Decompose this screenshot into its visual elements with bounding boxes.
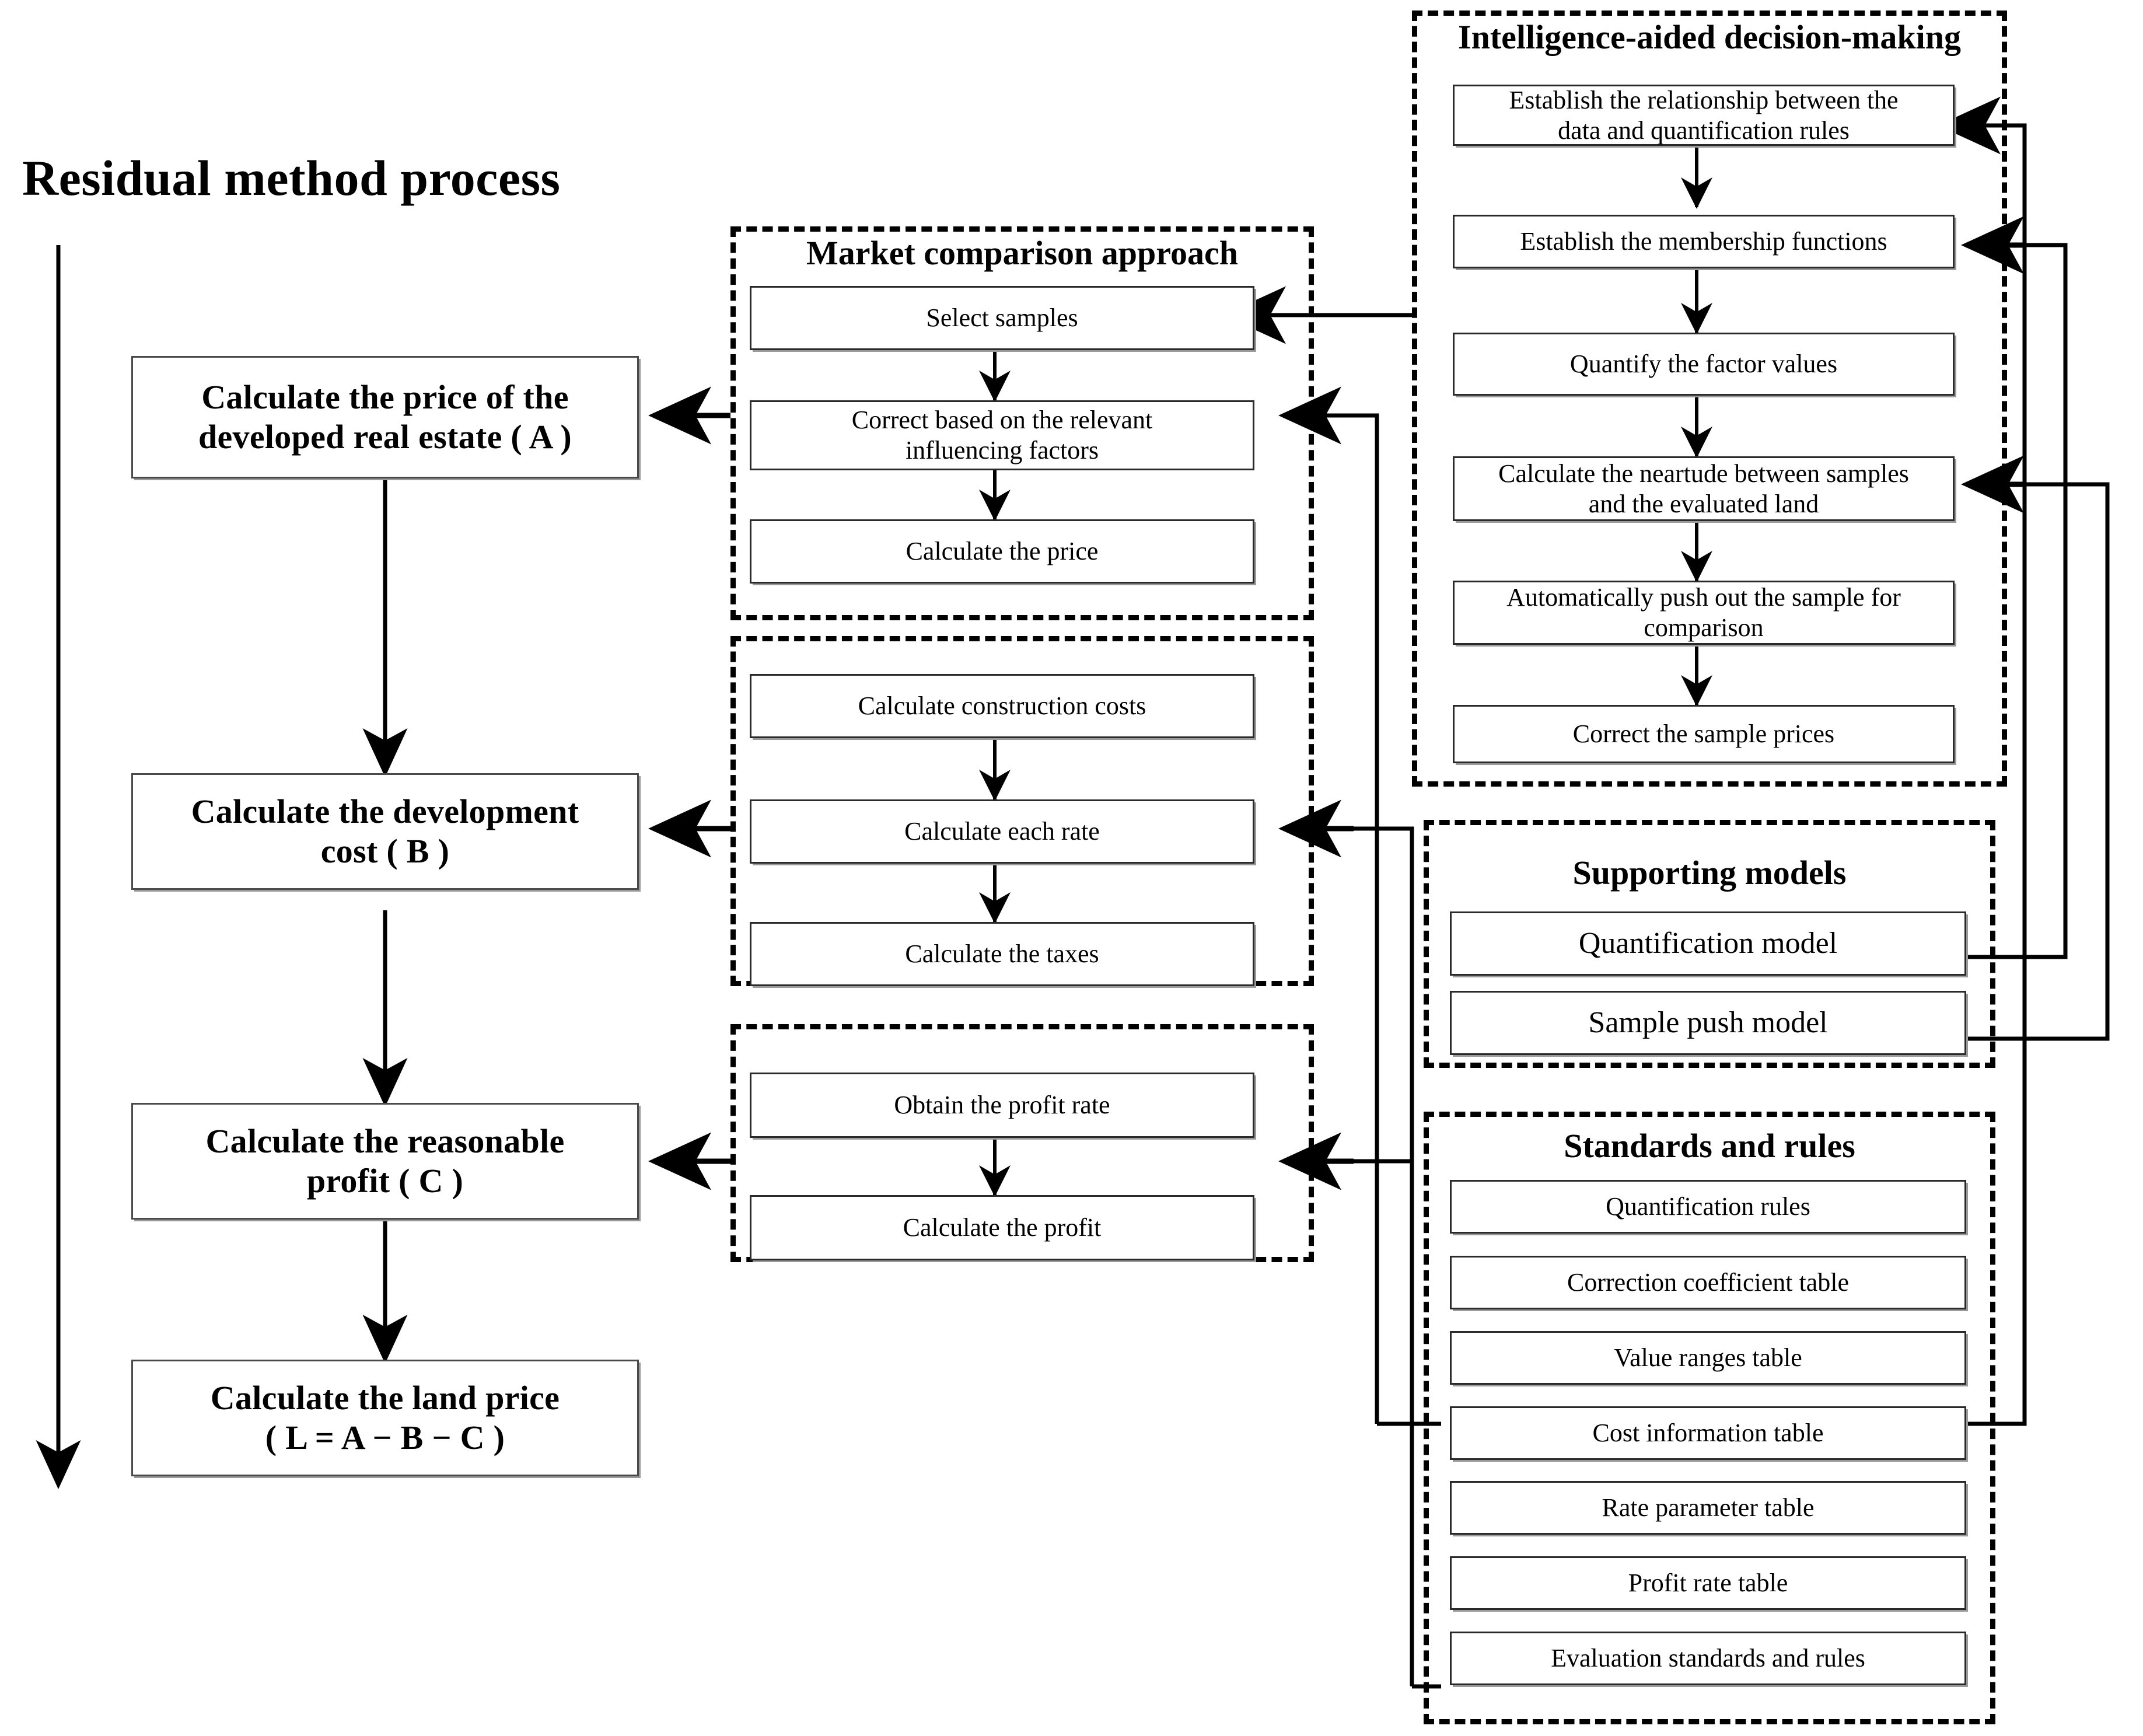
mc-item-calculate-price[interactable]: Calculate the price: [750, 519, 1254, 584]
ia-label-2: Quantify the factor values: [1569, 350, 1838, 379]
step-label-c: Calculate the reasonable profit ( C ): [205, 1122, 565, 1200]
sr-label-1: Correction coefficient table: [1567, 1268, 1849, 1297]
sm-label-1: Sample push model: [1588, 1006, 1828, 1040]
ia-label-0: Establish the relationship between the d…: [1509, 85, 1899, 145]
dc-label-1: Calculate each rate: [904, 817, 1100, 846]
mc-label-1: Correct based on the relevant influencin…: [851, 406, 1153, 464]
group-title-supporting-models: Supporting models: [1572, 854, 1847, 892]
step-label-l: Calculate the land price ( L = A − B − C…: [210, 1378, 560, 1456]
step-box-b[interactable]: Calculate the development cost ( B ): [131, 773, 639, 890]
pr-item-obtain-profit-rate[interactable]: Obtain the profit rate: [750, 1073, 1254, 1138]
sr-label-0: Quantification rules: [1606, 1192, 1810, 1221]
sr-item-evaluation-standards-rules[interactable]: Evaluation standards and rules: [1450, 1632, 1966, 1685]
ia-item-correct-sample-prices[interactable]: Correct the sample prices: [1453, 705, 1955, 763]
group-intelligence: [1412, 11, 2007, 787]
sr-item-profit-rate-table[interactable]: Profit rate table: [1450, 1556, 1966, 1610]
group-supporting-models: [1424, 820, 1995, 1068]
sr-label-6: Evaluation standards and rules: [1551, 1644, 1865, 1673]
sm-item-sample-push-model[interactable]: Sample push model: [1450, 991, 1966, 1055]
sr-item-quantification-rules[interactable]: Quantification rules: [1450, 1180, 1966, 1234]
dc-label-2: Calculate the taxes: [905, 939, 1099, 969]
pr-label-0: Obtain the profit rate: [894, 1091, 1110, 1120]
sm-label-0: Quantification model: [1578, 927, 1838, 960]
step-box-c[interactable]: Calculate the reasonable profit ( C ): [131, 1103, 639, 1220]
sr-item-cost-information-table[interactable]: Cost information table: [1450, 1406, 1966, 1460]
group-title-standards-rules: Standards and rules: [1564, 1127, 1855, 1165]
group-market-comparison: [730, 226, 1314, 620]
sm-item-quantification-model[interactable]: Quantification model: [1450, 911, 1966, 976]
mc-item-select-samples[interactable]: Select samples: [750, 286, 1254, 350]
dc-label-0: Calculate construction costs: [858, 691, 1146, 721]
group-standards-rules: [1424, 1112, 1995, 1724]
sr-label-5: Profit rate table: [1628, 1569, 1788, 1598]
group-title-market-comparison: Market comparison approach: [806, 234, 1238, 272]
mc-item-correct-factors[interactable]: Correct based on the relevant influencin…: [750, 400, 1254, 470]
sr-item-correction-coefficient-table[interactable]: Correction coefficient table: [1450, 1256, 1966, 1309]
ia-label-3: Calculate the neartude between samples a…: [1498, 459, 1909, 518]
mc-label-0: Select samples: [926, 303, 1078, 333]
sr-item-rate-parameter-table[interactable]: Rate parameter table: [1450, 1481, 1966, 1535]
dc-item-taxes[interactable]: Calculate the taxes: [750, 922, 1254, 986]
ia-item-quantify-factors[interactable]: Quantify the factor values: [1453, 333, 1955, 396]
ia-label-1: Establish the membership functions: [1520, 227, 1887, 256]
sr-label-2: Value ranges table: [1614, 1343, 1802, 1372]
page-title: Residual method process: [22, 150, 561, 206]
step-box-l[interactable]: Calculate the land price ( L = A − B − C…: [131, 1360, 639, 1476]
sr-label-3: Cost information table: [1592, 1419, 1824, 1448]
sr-label-4: Rate parameter table: [1602, 1493, 1815, 1522]
sr-item-value-ranges-table[interactable]: Value ranges table: [1450, 1331, 1966, 1385]
ia-item-push-sample[interactable]: Automatically push out the sample for co…: [1453, 581, 1955, 645]
group-title-intelligence: Intelligence-aided decision-making: [1458, 18, 1961, 56]
ia-item-relationship[interactable]: Establish the relationship between the d…: [1453, 85, 1955, 146]
step-label-b: Calculate the development cost ( B ): [191, 792, 579, 870]
ia-item-neartude[interactable]: Calculate the neartude between samples a…: [1453, 456, 1955, 521]
dc-item-construction-costs[interactable]: Calculate construction costs: [750, 674, 1254, 738]
pr-item-calculate-profit[interactable]: Calculate the profit: [750, 1195, 1254, 1260]
dc-item-each-rate[interactable]: Calculate each rate: [750, 799, 1254, 864]
ia-label-4: Automatically push out the sample for co…: [1506, 583, 1901, 642]
mc-label-2: Calculate the price: [906, 537, 1099, 566]
step-label-a: Calculate the price of the developed rea…: [198, 378, 572, 456]
pr-label-1: Calculate the profit: [903, 1213, 1102, 1242]
step-box-a[interactable]: Calculate the price of the developed rea…: [131, 356, 639, 478]
ia-label-5: Correct the sample prices: [1572, 719, 1835, 749]
ia-item-membership-functions[interactable]: Establish the membership functions: [1453, 215, 1955, 268]
